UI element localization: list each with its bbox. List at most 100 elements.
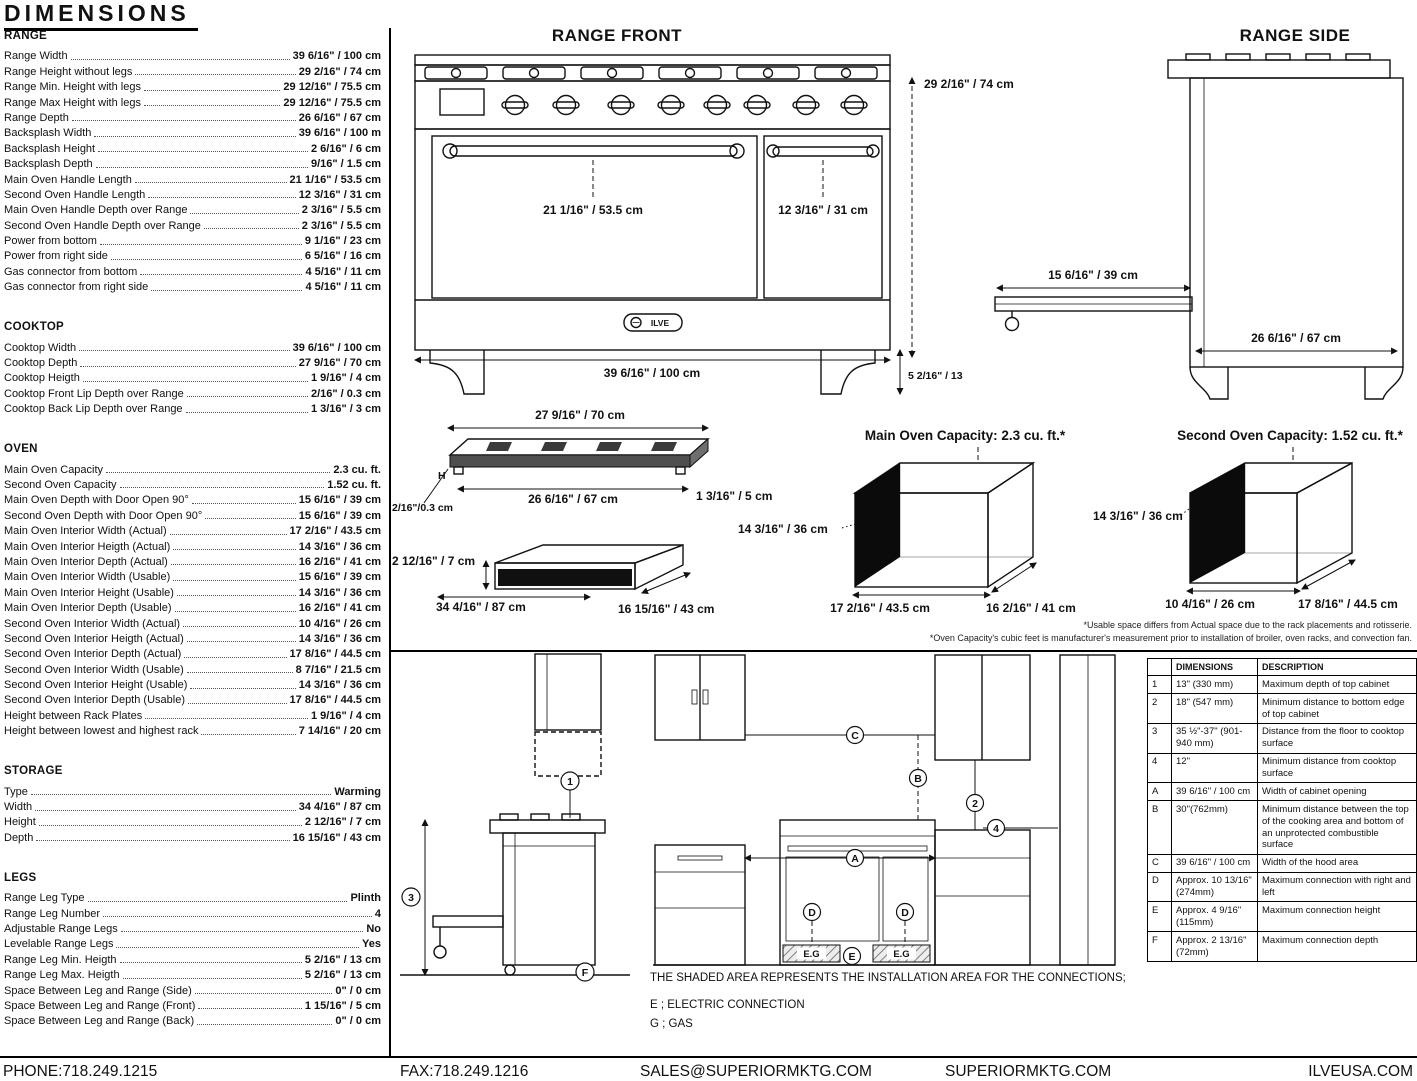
marker-D-left: D: [802, 902, 822, 922]
cooktop-h-label: H: [438, 470, 446, 482]
spec-label: Second Oven Interior Width (Actual): [4, 617, 181, 630]
description-cell: Minimum distance to bottom edge of top c…: [1257, 693, 1417, 724]
footer-brand-site[interactable]: ILVEUSA.COM: [1308, 1063, 1413, 1080]
spec-label: Second Oven Interior Depth (Actual): [4, 648, 182, 661]
section-heading-oven: OVEN: [4, 443, 38, 456]
spec-value: 2.3 cu. ft.: [333, 463, 381, 476]
installation-dimensions-table: DIMENSIONS DESCRIPTION 1 13" (330 mm) Ma…: [1147, 657, 1417, 962]
spec-label: Main Oven Handle Length: [4, 173, 132, 186]
table-row: A 39 6/16" / 100 cm Width of cabinet ope…: [1147, 782, 1417, 802]
spec-row: Second Oven Depth with Door Open 90°15 6…: [4, 506, 381, 522]
installation-side-view: 1 3 F: [400, 653, 630, 982]
spec-label: Gas connector from right side: [4, 281, 149, 294]
table-row: B 30"(762mm) Minimum distance between th…: [1147, 800, 1417, 855]
ref-cell: E: [1147, 901, 1172, 933]
spec-row: Space Between Leg and Range (Front)1 15/…: [4, 997, 381, 1012]
dotted-leader: [120, 931, 364, 933]
marker-2: 2: [965, 793, 985, 813]
spec-label: Adjustable Range Legs: [4, 922, 118, 935]
storage-drawer-drawing: 2 12/16" / 7 cm 34 4/16" / 87 cm 16 15/1…: [392, 543, 714, 616]
svg-text:B: B: [914, 773, 922, 785]
dotted-leader: [119, 487, 325, 489]
spec-value: 39 6/16" / 100 cm: [292, 50, 381, 63]
dotted-leader: [148, 197, 296, 199]
main-oven-right-face: [987, 461, 1034, 589]
footer-email[interactable]: SALES@SUPERIORMKTG.COM: [640, 1063, 872, 1080]
spec-value: Yes: [362, 938, 381, 951]
dotted-leader: [38, 824, 302, 826]
storage-depth-dim: 16 15/16" / 43 cm: [618, 602, 714, 616]
spec-label: Depth: [4, 831, 34, 844]
dotted-leader: [95, 166, 308, 168]
burner-grates: [424, 66, 878, 80]
marker-3: 3: [401, 887, 421, 907]
dotted-leader: [197, 1023, 333, 1025]
spec-label: Second Oven Interior Width (Usable): [4, 663, 184, 676]
spec-value: 1 9/16" / 4 cm: [310, 372, 381, 385]
cooktop-ledge-side: [489, 819, 606, 834]
spec-label: Main Oven Handle Depth over Range: [4, 204, 188, 217]
storage-front-face: [494, 562, 636, 590]
dotted-leader: [70, 58, 290, 60]
side-burners: [1185, 53, 1371, 61]
spec-label: Power from bottom: [4, 235, 97, 248]
spec-label: Main Oven Depth with Door Open 90°: [4, 494, 189, 507]
spec-label: Cooktop Back Lip Depth over Range: [4, 403, 183, 416]
svg-text:1: 1: [567, 776, 573, 788]
spec-row: Second Oven Interior Width (Actual)10 4/…: [4, 614, 381, 630]
ref-cell: F: [1147, 931, 1172, 962]
spec-value: 29 2/16" / 74 cm: [298, 65, 381, 78]
spec-value: 15 6/16" / 39 cm: [298, 494, 381, 507]
spec-label: Space Between Leg and Range (Back): [4, 1015, 195, 1028]
dotted-leader: [103, 916, 372, 918]
spec-value: No: [366, 922, 381, 935]
range-front-drawing: ILVE 29 2/16" / 74 cm 39 6/16" / 100 cm …: [413, 54, 1014, 396]
marker-D-right: D: [895, 902, 915, 922]
storage-width-dim: 34 4/16" / 87 cm: [436, 600, 526, 614]
side-back-leg: [1364, 366, 1404, 400]
footnote-usable-space: *Usable space differs from Actual space …: [1083, 620, 1412, 630]
dotted-leader: [203, 228, 299, 230]
svg-text:A: A: [851, 853, 859, 865]
description-cell: Minimum distance from cooktop surface: [1257, 752, 1417, 784]
dotted-leader: [140, 274, 303, 276]
second-oven-capacity-drawing: Second Oven Capacity: 1.52 cu. ft.* 14 3…: [1093, 428, 1404, 611]
spec-value: 16 2/16" / 41 cm: [298, 555, 381, 568]
spec-label: Levelable Range Legs: [4, 938, 114, 951]
dotted-leader: [143, 105, 281, 107]
second-oven-right-face: [1296, 461, 1353, 585]
side-body: [1189, 77, 1404, 368]
page-title: DIMENSIONS: [4, 0, 198, 31]
dotted-leader: [135, 74, 296, 76]
table-body: 1 13" (330 mm) Maximum depth of top cabi…: [1147, 675, 1417, 962]
spec-row: Second Oven Interior Width (Usable)8 7/1…: [4, 660, 381, 676]
spec-label: Range Leg Max. Heigth: [4, 969, 120, 982]
dotted-leader: [174, 610, 296, 612]
second-oven-door: [763, 135, 883, 299]
main-oven-width-dim: 17 2/16" / 43.5 cm: [830, 601, 930, 615]
cooktop-front-lip-dim: 2/16"/0.3 cm: [392, 502, 453, 514]
spec-value: 26 6/16" / 67 cm: [298, 111, 381, 124]
footer-website[interactable]: SUPERIORMKTG.COM: [945, 1063, 1112, 1080]
ref-cell: 4: [1147, 752, 1172, 784]
main-handle-dim: 21 1/16" / 53.5 cm: [543, 203, 643, 217]
dotted-leader: [143, 89, 281, 91]
door-wheel-side: [433, 945, 447, 959]
main-oven-door: [431, 135, 758, 299]
storage-top-face: [494, 544, 684, 564]
cooktop-inner-width-dim: 26 6/16" / 67 cm: [528, 492, 618, 506]
cooktop-front-band: [449, 454, 691, 468]
spec-label: Range Depth: [4, 111, 69, 124]
